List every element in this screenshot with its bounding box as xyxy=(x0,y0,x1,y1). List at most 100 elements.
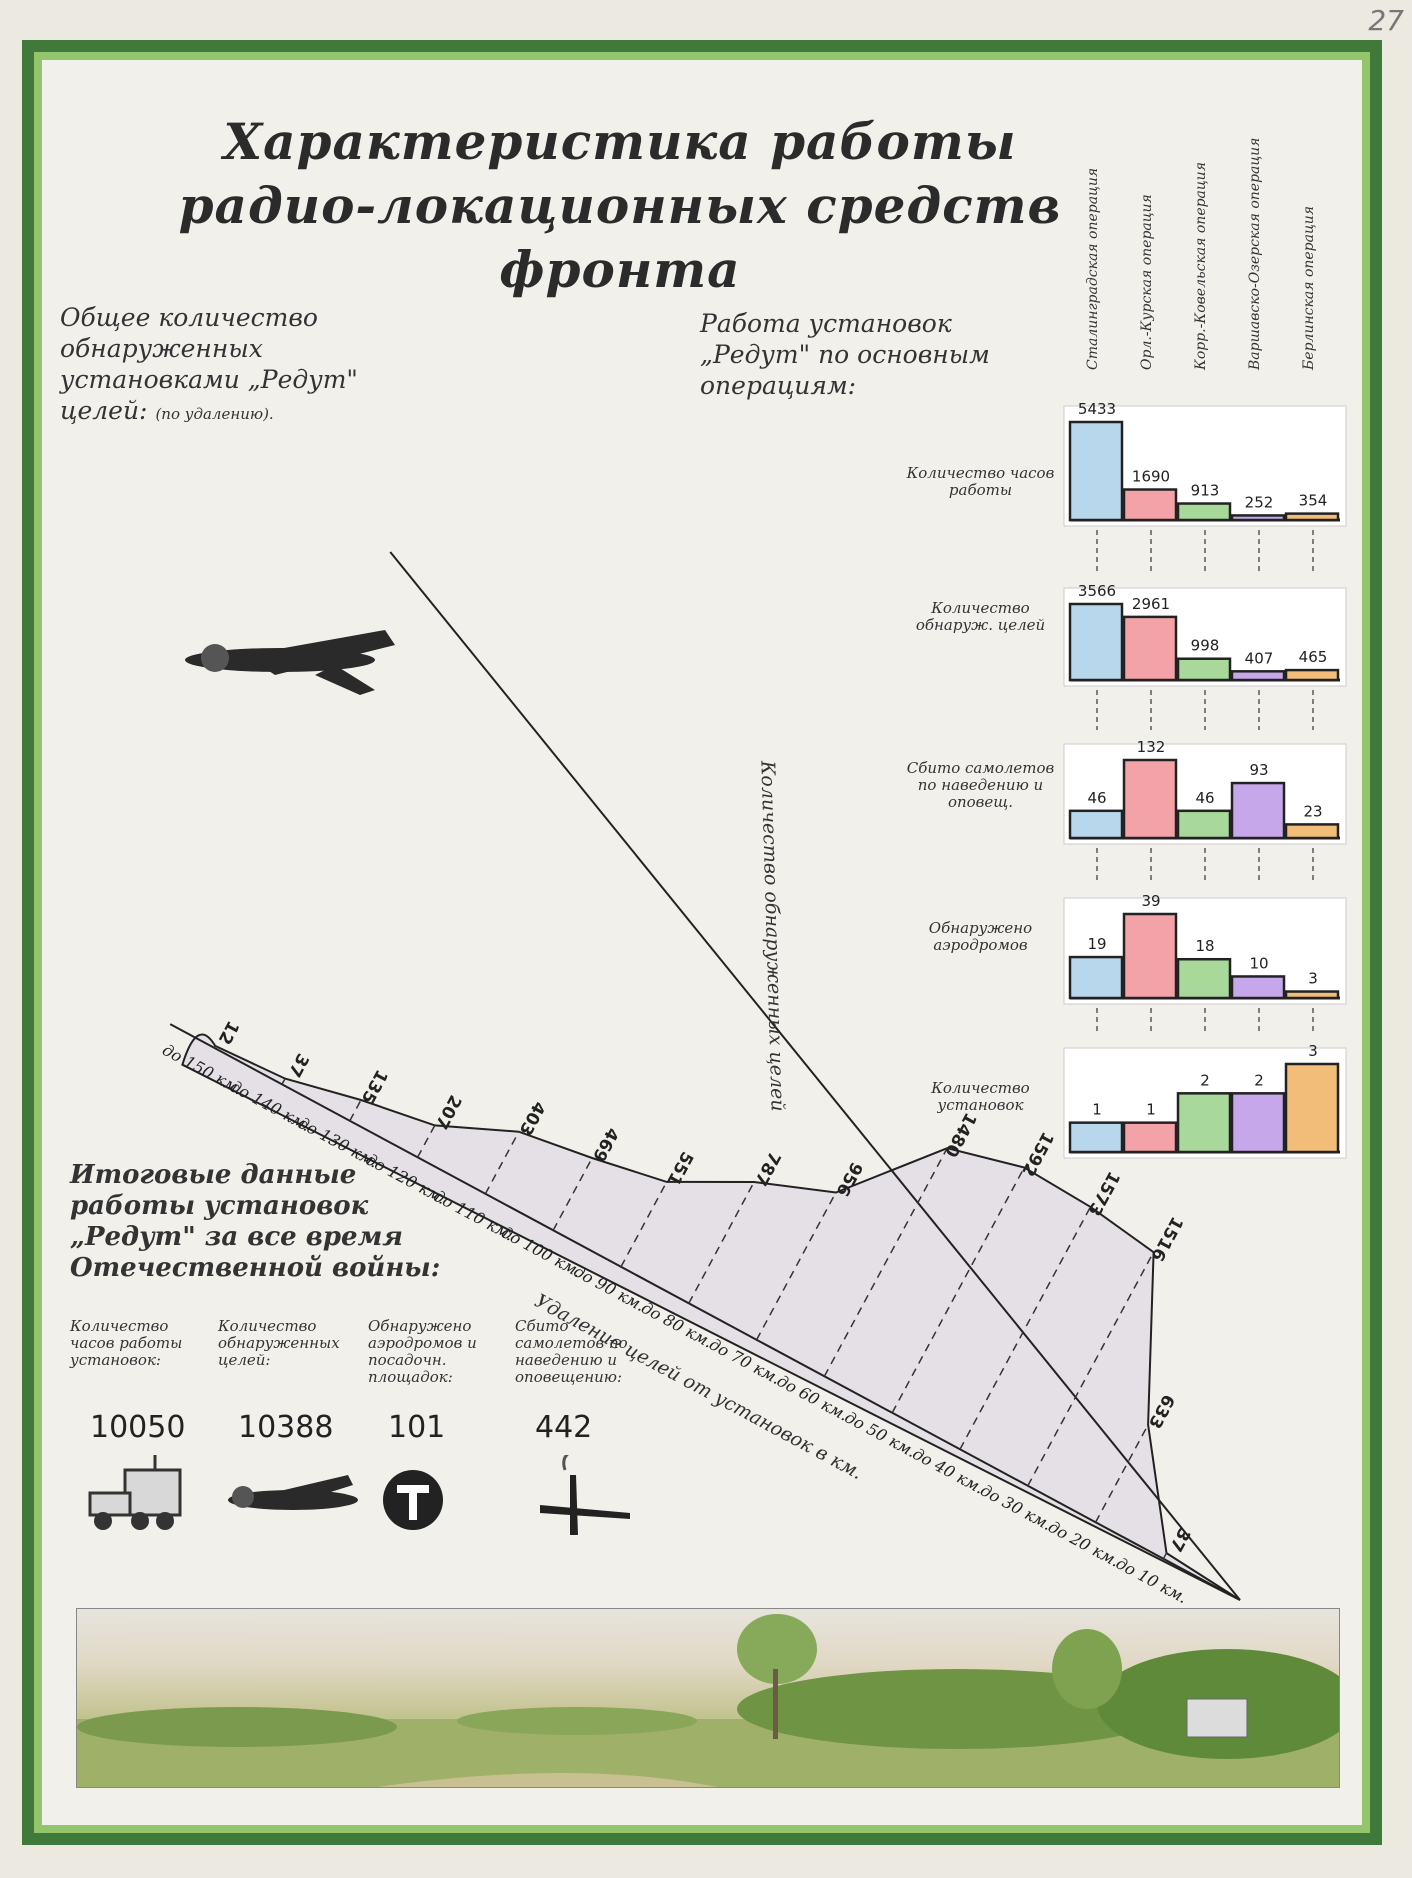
bar xyxy=(1176,657,1232,682)
page-number: 27 xyxy=(1368,4,1404,37)
bar-row-label: Сбито самолетов по наведению и оповещ. xyxy=(906,759,1055,811)
bar-value-label: 132 xyxy=(1137,738,1166,756)
fan-y-axis-title: Количество обнаруженных целей xyxy=(756,759,788,1111)
fan-distance-ring xyxy=(688,1181,755,1304)
bar-value-label: 5433 xyxy=(1078,400,1116,418)
bar-value-label: 3566 xyxy=(1078,582,1116,600)
bar-value-label: 252 xyxy=(1245,493,1274,511)
bar xyxy=(1230,514,1286,522)
fan-baseline xyxy=(169,1023,1241,1601)
bar xyxy=(1284,823,1340,840)
totals-heading: Итоговые данные работы установок „Редут"… xyxy=(70,1160,441,1283)
bar xyxy=(1068,602,1124,682)
landscape-drawing xyxy=(77,1614,1339,1787)
bar xyxy=(1122,912,1178,1000)
fan-distance-ring xyxy=(349,1099,362,1122)
fan-distance-ring xyxy=(484,1131,520,1195)
bar-value-label: 3 xyxy=(1308,1042,1318,1060)
fan-distance-ring xyxy=(620,1181,668,1268)
fan-value-label: 37 xyxy=(284,1050,313,1080)
fan-distance-ring xyxy=(1162,1552,1168,1560)
bar-value-label: 93 xyxy=(1249,761,1268,779)
bar-value-label: 10 xyxy=(1249,954,1268,972)
bar xyxy=(1230,670,1286,682)
bar-row-label: Количество часов работы xyxy=(906,464,1055,499)
bar-value-label: 46 xyxy=(1087,789,1106,807)
fan-heading-note: (по удалению). xyxy=(155,405,274,423)
operations-heading: Работа установок „Редут" по основным опе… xyxy=(700,309,990,400)
operation-header: Берлинская операция xyxy=(1301,206,1317,371)
bar-value-label: 913 xyxy=(1191,482,1220,500)
operation-header: Варшавско-Озерская операция xyxy=(1247,138,1263,371)
bar-value-label: 1 xyxy=(1092,1101,1102,1119)
operation-header: Корр.-Ковельская операция xyxy=(1193,162,1209,371)
bar xyxy=(1176,809,1232,840)
bar-value-label: 465 xyxy=(1299,648,1328,666)
bar-row-label: Количество установок xyxy=(931,1079,1030,1114)
total-value: 10050 xyxy=(90,1410,186,1445)
total-value: 101 xyxy=(388,1410,446,1445)
bar xyxy=(1122,1121,1178,1154)
operation-header: Сталинградская операция xyxy=(1085,168,1101,370)
fan-value-label: 37 xyxy=(1165,1524,1194,1554)
bar-value-label: 3 xyxy=(1308,970,1318,988)
bar-value-label: 407 xyxy=(1245,649,1274,667)
fan-distance-ring xyxy=(213,1045,216,1049)
bar xyxy=(1230,975,1286,1000)
bar-value-label: 23 xyxy=(1303,802,1322,820)
title-line-2: радио-локационных средств фронта xyxy=(178,176,1062,299)
bar-row-label: Обнаружено аэродромов xyxy=(928,919,1033,954)
bar xyxy=(1230,781,1286,840)
bar-value-label: 998 xyxy=(1191,637,1220,655)
total-label: Количество часов работы установок: xyxy=(70,1317,183,1369)
bar xyxy=(1284,512,1340,522)
downed-aircraft-icon xyxy=(540,1455,630,1535)
fan-distance-ring xyxy=(823,1147,948,1377)
fan-heading-text: Общее количество обнаруженных установкам… xyxy=(60,303,358,425)
airfield-t-sign-icon xyxy=(383,1470,443,1530)
bar xyxy=(1176,957,1232,1000)
bomber-aircraft-icon xyxy=(185,630,395,695)
fan-distance-ring xyxy=(891,1167,1025,1414)
bar xyxy=(1176,1092,1232,1154)
bar xyxy=(1284,668,1340,682)
fan-distance-ring xyxy=(1094,1424,1149,1523)
fan-distance-ring xyxy=(281,1078,286,1085)
bar xyxy=(1068,809,1124,840)
fan-value-label: 1480 xyxy=(940,1109,980,1160)
total-label: Обнаружено аэродромов и посадочн. площад… xyxy=(368,1317,477,1386)
bar-value-label: 354 xyxy=(1299,492,1328,510)
fan-chart-heading: Общее количество обнаруженных установкам… xyxy=(60,302,400,430)
bar xyxy=(1176,502,1232,522)
fan-value-label: 1592 xyxy=(1017,1128,1057,1179)
landscape-illustration xyxy=(76,1608,1340,1788)
fan-value-label: 1573 xyxy=(1083,1168,1123,1219)
bar xyxy=(1284,1062,1340,1154)
fan-value-label: 1516 xyxy=(1146,1213,1186,1264)
total-value: 442 xyxy=(535,1410,593,1445)
operation-header: Орл.-Курская операция xyxy=(1139,194,1155,370)
fan-distance-ring xyxy=(959,1206,1092,1450)
total-value: 10388 xyxy=(238,1410,334,1445)
bar xyxy=(1122,488,1178,522)
title-line-1: Характеристика работы xyxy=(223,112,1017,171)
bar-value-label: 18 xyxy=(1195,937,1214,955)
bar-value-label: 2 xyxy=(1254,1071,1264,1089)
bar-value-label: 1 xyxy=(1146,1101,1156,1119)
bomber-aircraft-icon xyxy=(228,1475,358,1510)
operations-bar-chart: Сталинградская операция Орл.-Курская опер… xyxy=(1063,138,1347,1159)
total-label: Сбито самолетов по наведению и оповещени… xyxy=(515,1317,628,1386)
total-label: Количество обнаруженных целей: xyxy=(218,1317,340,1369)
fan-count-axis xyxy=(389,551,1241,1601)
fan-distance-ring xyxy=(1027,1251,1155,1487)
bar xyxy=(1230,1092,1286,1154)
fan-value-label: 12 xyxy=(214,1017,243,1047)
bar-value-label: 39 xyxy=(1141,892,1160,910)
bar xyxy=(1068,420,1124,522)
poster-title: Характеристика работы радио-локационных … xyxy=(60,110,1180,302)
bar xyxy=(1122,615,1178,682)
bar-row-label: Количество обнаруж. целей xyxy=(915,599,1046,634)
bar-value-label: 46 xyxy=(1195,789,1214,807)
bar-value-label: 1690 xyxy=(1132,468,1170,486)
